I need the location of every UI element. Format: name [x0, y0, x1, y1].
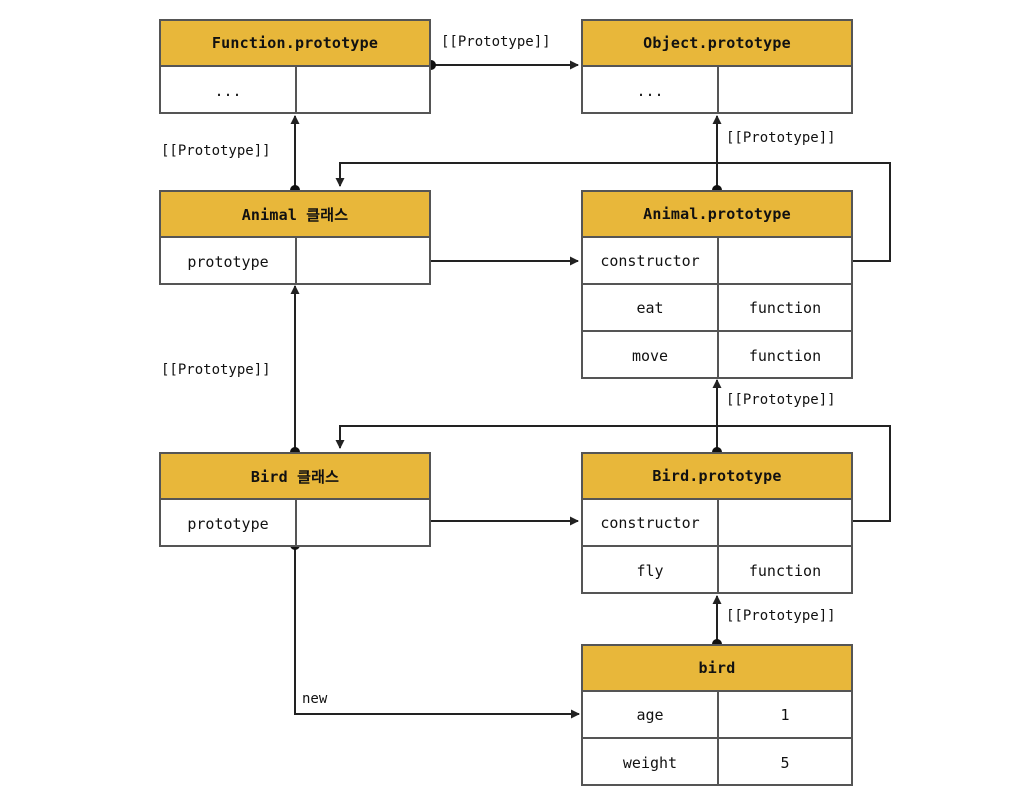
row-key: age	[583, 692, 719, 737]
row-key: fly	[583, 547, 719, 594]
row-value: function	[748, 561, 822, 580]
node-animal-prototype[interactable]: Animal.prototype constructor eat functio…	[581, 190, 853, 379]
edge-label-bird-instance-to-bird-proto: [[Prototype]]	[726, 608, 836, 624]
node-animal-class[interactable]: Animal 클래스 prototype	[159, 190, 431, 285]
table-row: eat function	[583, 285, 851, 332]
table-row: constructor	[583, 500, 851, 547]
row-key: eat	[583, 285, 719, 330]
row-value: function	[748, 346, 822, 365]
node-title-function-prototype: Function.prototype	[161, 21, 429, 67]
row-key: ...	[583, 67, 719, 114]
table-row: prototype	[161, 238, 429, 285]
table-row: move function	[583, 332, 851, 379]
node-title-object-prototype: Object.prototype	[583, 21, 851, 67]
row-key: move	[583, 332, 719, 379]
node-bird-instance[interactable]: bird age 1 weight 5	[581, 644, 853, 786]
edge-label-animal-class-to-function: [[Prototype]]	[161, 143, 271, 159]
row-value	[719, 67, 851, 114]
table-row: constructor	[583, 238, 851, 285]
edge-label-bird-proto-to-animal-proto: [[Prototype]]	[726, 392, 836, 408]
edge-label-new-operator: new	[302, 691, 328, 707]
node-bird-prototype[interactable]: Bird.prototype constructor fly function	[581, 452, 853, 594]
node-title-bird-class: Bird 클래스	[161, 454, 429, 500]
row-key: constructor	[583, 500, 719, 545]
table-row: ...	[583, 67, 851, 114]
row-value	[719, 238, 851, 283]
row-value: 1	[780, 705, 790, 724]
node-title-animal-class: Animal 클래스	[161, 192, 429, 238]
row-key: weight	[583, 739, 719, 786]
row-value: function	[748, 298, 822, 317]
row-key: prototype	[161, 500, 297, 547]
row-key: constructor	[583, 238, 719, 283]
table-row: weight 5	[583, 739, 851, 786]
edge-label-animal-proto-to-object: [[Prototype]]	[726, 130, 836, 146]
row-value	[297, 67, 429, 114]
row-value	[297, 238, 429, 285]
node-function-prototype[interactable]: Function.prototype ...	[159, 19, 431, 114]
table-row: age 1	[583, 692, 851, 739]
table-row: fly function	[583, 547, 851, 594]
row-value	[719, 500, 851, 545]
edge-label-function-to-object: [[Prototype]]	[441, 34, 551, 50]
node-object-prototype[interactable]: Object.prototype ...	[581, 19, 853, 114]
row-value	[297, 500, 429, 547]
node-title-animal-prototype: Animal.prototype	[583, 192, 851, 238]
row-key: ...	[161, 67, 297, 114]
node-title-bird-instance: bird	[583, 646, 851, 692]
row-value: 5	[780, 753, 790, 772]
table-row: ...	[161, 67, 429, 114]
node-title-bird-prototype: Bird.prototype	[583, 454, 851, 500]
wire-new-bird-class-to-bird-instance	[294, 545, 580, 719]
node-bird-class[interactable]: Bird 클래스 prototype	[159, 452, 431, 547]
table-row: prototype	[161, 500, 429, 547]
row-key: prototype	[161, 238, 297, 285]
edge-label-bird-class-to-animal-class: [[Prototype]]	[161, 362, 271, 378]
